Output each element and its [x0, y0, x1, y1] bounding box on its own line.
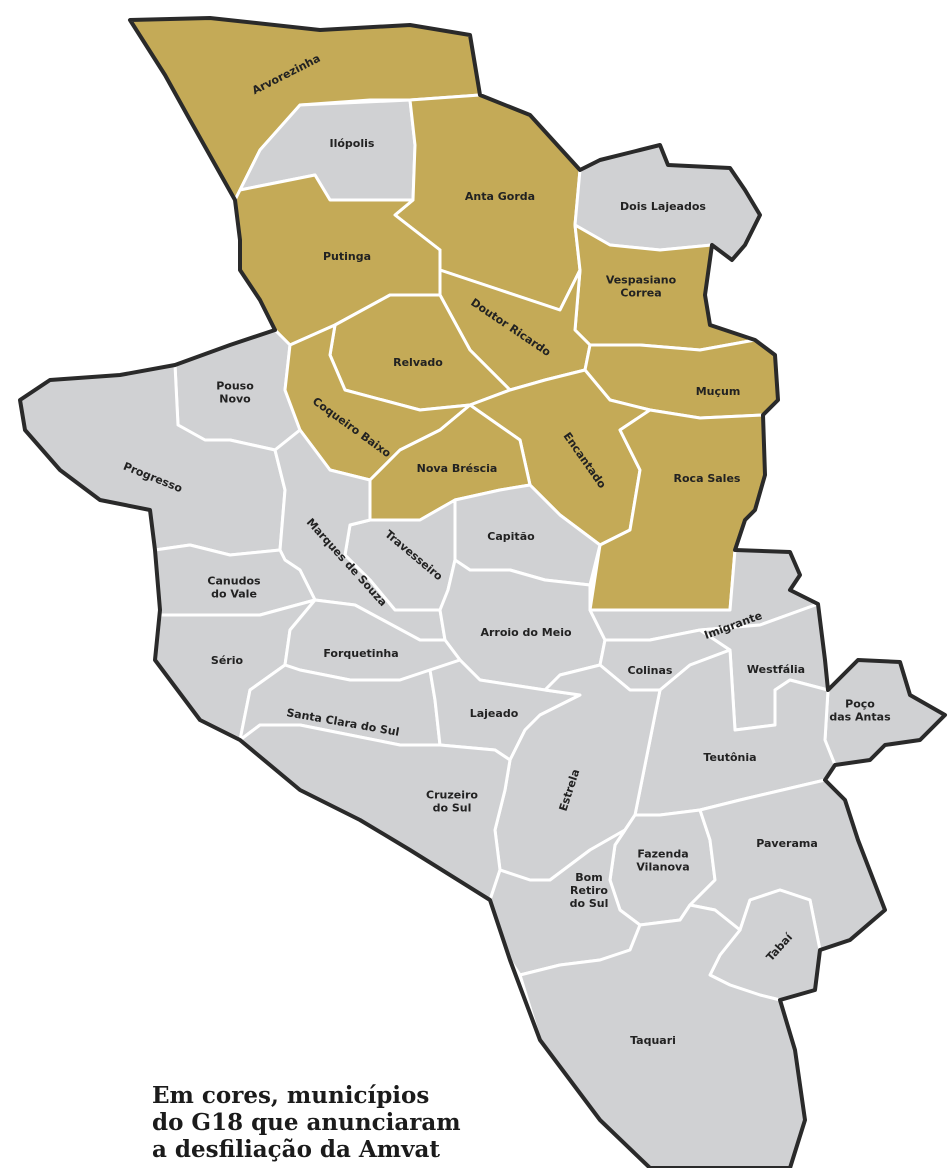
caption-line: Em cores, municípios	[152, 1082, 430, 1109]
label-forquetinha: Forquetinha	[323, 647, 398, 660]
label-lajeado: Lajeado	[470, 707, 519, 720]
label-relvado: Relvado	[393, 356, 443, 369]
label-dois-lajeados: Dois Lajeados	[620, 200, 706, 213]
label-colinas: Colinas	[628, 664, 673, 677]
region-outline	[18, 16, 947, 1168]
map-caption: Em cores, municípios do G18 que anunciar…	[152, 1082, 482, 1163]
label-mucum: Muçum	[696, 385, 741, 398]
caption-line: do G18 que anunciaram	[152, 1109, 461, 1136]
label-capitao: Capitão	[487, 530, 535, 543]
label-roca-sales: Roca Sales	[674, 472, 741, 485]
caption-line: a desfiliação da Amvat	[152, 1136, 440, 1163]
label-nova-brescia: Nova Bréscia	[417, 462, 498, 475]
label-serio: Sério	[211, 654, 244, 667]
label-arroio-do-meio: Arroio do Meio	[480, 626, 572, 639]
label-ilopolis: Ilópolis	[330, 137, 375, 150]
label-paverama: Paverama	[756, 837, 818, 850]
label-anta-gorda: Anta Gorda	[465, 190, 535, 203]
region-taquari	[518, 903, 807, 1168]
label-taquari: Taquari	[630, 1034, 676, 1047]
label-teutonia: Teutônia	[703, 751, 756, 764]
label-westfalia: Westfália	[747, 663, 805, 676]
label-putinga: Putinga	[323, 250, 371, 263]
